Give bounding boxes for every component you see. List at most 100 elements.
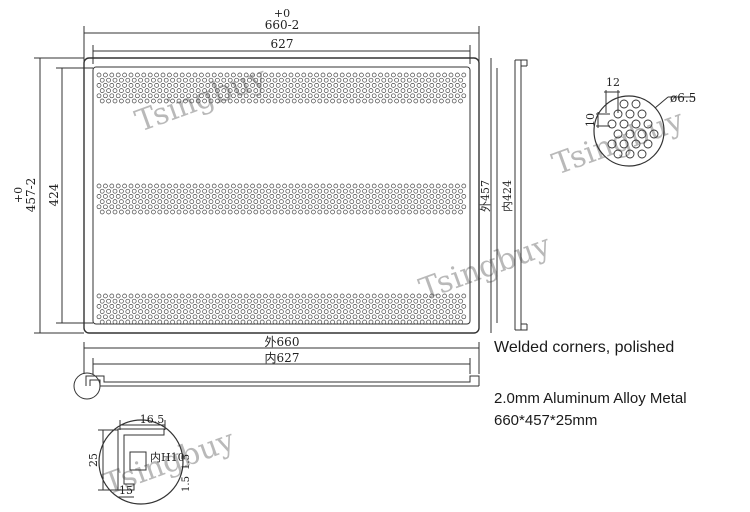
perforation-hole — [96, 183, 102, 189]
perforation-hole — [96, 204, 102, 210]
perforation-hole — [327, 194, 332, 199]
perforation-hole — [362, 88, 367, 93]
perforation-hole — [371, 183, 377, 189]
perforation-hole — [333, 204, 339, 210]
perforation-hole — [301, 194, 307, 199]
perforation-hole — [237, 72, 243, 78]
perforation-hole — [413, 319, 419, 325]
perforation-hole — [125, 319, 131, 325]
perforation-hole — [323, 319, 329, 325]
perforation-hole — [259, 77, 265, 83]
perforation-hole — [448, 93, 454, 99]
perforation-hole — [458, 98, 463, 104]
perforation-hole — [413, 188, 419, 194]
perforation-hole — [112, 298, 118, 304]
perforation-hole — [167, 72, 172, 78]
perforation-hole — [231, 194, 236, 199]
perforation-hole — [234, 319, 239, 325]
perforation-hole — [253, 88, 259, 93]
perforation-hole — [423, 194, 428, 199]
perforation-hole — [295, 304, 300, 309]
perforation-hole — [359, 183, 364, 189]
perforation-hole — [167, 183, 172, 189]
perforation-hole — [375, 188, 380, 194]
perforation-hole — [432, 298, 438, 304]
perforation-hole — [247, 319, 252, 325]
perforation-hole — [247, 88, 252, 93]
perforation-hole — [163, 188, 169, 194]
perforation-hole — [141, 304, 147, 309]
perforation-hole — [256, 314, 262, 320]
outer-width-bottom-label: 外660 — [265, 335, 300, 349]
perforation-hole — [381, 188, 387, 194]
perforation-hole — [298, 188, 303, 194]
perforation-hole — [243, 183, 249, 189]
perforation-hole — [291, 319, 297, 325]
perforation-hole — [295, 194, 300, 199]
perforation-hole — [253, 199, 259, 204]
perforation-hole — [320, 293, 326, 299]
perforation-hole — [282, 183, 287, 189]
perforation-hole — [381, 199, 387, 204]
perforation-hole — [221, 88, 227, 93]
perforation-hole — [317, 209, 323, 215]
perforation-hole — [109, 72, 115, 78]
perforation-hole — [355, 188, 361, 194]
perforation-hole — [285, 298, 291, 304]
detail-hole — [649, 129, 659, 139]
perforation-hole — [112, 98, 118, 104]
perforation-hole — [183, 88, 188, 93]
perforation-hole — [445, 188, 451, 194]
perforation-hole — [448, 314, 454, 320]
perforation-hole — [231, 304, 236, 309]
perforation-hole — [112, 209, 118, 215]
perforation-hole — [429, 194, 435, 199]
perforation-hole — [397, 314, 403, 320]
perforation-hole — [423, 304, 428, 309]
perforation-hole — [435, 314, 441, 320]
perforation-hole — [336, 309, 342, 314]
perforation-hole — [167, 314, 172, 320]
perforation-hole — [221, 209, 227, 215]
perforation-hole — [333, 72, 339, 78]
perforation-hole — [218, 304, 223, 309]
perforation-hole — [368, 77, 374, 83]
perforation-hole — [304, 298, 310, 304]
perforation-hole — [211, 83, 217, 88]
perforation-hole — [199, 83, 204, 88]
perforation-hole — [125, 298, 131, 304]
perforation-hole — [458, 309, 463, 314]
perforation-hole — [266, 199, 271, 204]
perforation-hole — [99, 309, 105, 314]
perforation-hole — [282, 204, 287, 210]
perforation-hole — [157, 88, 163, 93]
perforation-hole — [368, 188, 374, 194]
perforation-hole — [269, 204, 275, 210]
perforation-hole — [275, 83, 281, 88]
perforation-hole — [237, 304, 243, 309]
perforation-hole — [215, 88, 220, 93]
perforation-hole — [291, 188, 297, 194]
perforation-hole — [429, 93, 435, 99]
perforation-hole — [154, 72, 159, 78]
perforation-hole — [365, 83, 371, 88]
perforation-hole — [269, 194, 275, 199]
detail-hole — [613, 149, 623, 159]
perforation-hole — [253, 77, 259, 83]
perforation-hole — [141, 314, 147, 320]
perforation-hole — [307, 93, 313, 99]
perforation-hole — [183, 77, 188, 83]
perforation-hole — [205, 194, 211, 199]
perforation-band-bottom — [96, 293, 467, 325]
perforation-hole — [394, 199, 399, 204]
perforation-hole — [157, 298, 163, 304]
perforation-hole — [451, 298, 457, 304]
perforation-hole — [147, 204, 153, 210]
perforation-hole — [288, 293, 294, 299]
perforation-hole — [416, 83, 422, 88]
perforation-hole — [461, 93, 467, 99]
perforation-hole — [397, 293, 403, 299]
perforation-hole — [211, 183, 217, 189]
perforation-hole — [429, 183, 435, 189]
detail-hole — [619, 139, 629, 149]
